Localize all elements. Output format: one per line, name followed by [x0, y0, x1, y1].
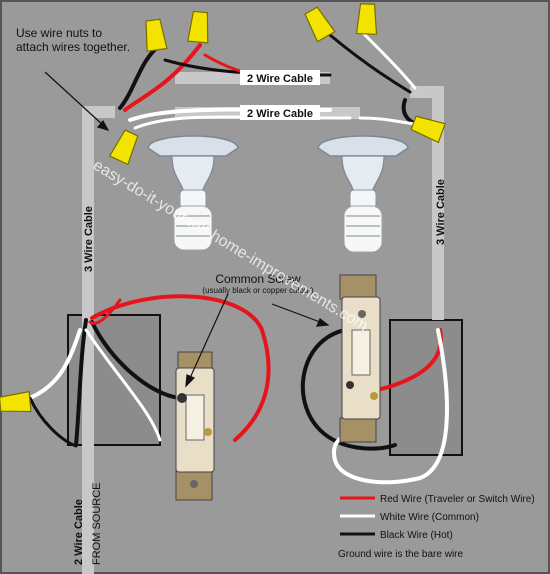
black-wire-left-box — [74, 318, 88, 447]
cable-label-bg-lower — [240, 105, 320, 120]
legend: Red Wire (Traveler or Switch Wire) White… — [338, 494, 535, 560]
switch-left — [175, 351, 215, 501]
fixture-right-socket — [341, 155, 385, 193]
white-wire-left-through — [84, 328, 162, 442]
legend-label-black: Black Wire (Hot) — [380, 530, 453, 541]
cable-label-bg-upper — [240, 70, 320, 85]
arrow-wire-nuts-head — [96, 119, 110, 131]
cfl-bulb-right — [343, 205, 383, 253]
switch-right-ground-screw — [358, 310, 366, 318]
cable-label-source: 2 Wire Cable — [73, 499, 85, 565]
black-wire-top-right — [328, 33, 412, 94]
black-wire-left-source — [28, 396, 78, 448]
switch-left-toggle — [185, 394, 205, 441]
switch-left-screw-2 — [204, 428, 212, 436]
note-wire-nuts-line1: Use wire nuts to — [16, 26, 102, 40]
fixture-right-plate — [317, 135, 409, 157]
switch-right-screw-2 — [370, 392, 378, 400]
note-wire-nuts-line2: attach wires together. — [16, 40, 130, 54]
switch-right-top-tab — [339, 274, 377, 300]
switch-left-ground-screw — [190, 480, 198, 488]
arrow-common-screw-right-head — [316, 318, 330, 327]
fixture-left-plate — [147, 135, 239, 157]
wire-nut-top-left-2 — [187, 10, 209, 44]
legend-label-red: Red Wire (Traveler or Switch Wire) — [380, 494, 535, 505]
fixture-right-base — [349, 189, 377, 209]
cfl-right-spirals — [346, 215, 380, 237]
wire-nut-left-fixture — [108, 129, 139, 166]
wire-nut-right-fixture — [410, 115, 446, 144]
fixture-left-socket — [171, 155, 215, 193]
note-common-screw: Common Screw — [215, 272, 301, 286]
fixture-left-base — [179, 189, 207, 209]
right-3-wire-cable — [410, 86, 444, 320]
cable-label-top-lower: 2 Wire Cable — [247, 108, 313, 120]
legend-ground-note: Ground wire is the bare wire — [338, 549, 463, 560]
arrow-wire-nuts — [44, 71, 105, 127]
red-wire-left-short — [88, 298, 122, 325]
arrow-common-screw-left-head — [185, 374, 196, 388]
switch-right-toggle — [351, 329, 371, 376]
cable-label-left-vertical: 3 Wire Cable — [83, 206, 95, 272]
wire-nut-source — [0, 390, 32, 413]
note-common-screw-sub: (usually black or copper colour) — [202, 286, 313, 295]
wire-nut-top-right-2 — [355, 3, 378, 35]
cable-label-top-upper: 2 Wire Cable — [247, 73, 313, 85]
cable-label-source-sub: FROM SOURCE — [91, 483, 103, 566]
arrow-common-screw-right — [271, 303, 321, 323]
wire-nut-top-left-1 — [145, 18, 168, 52]
cfl-left-spirals — [176, 215, 210, 237]
right-switch-box — [389, 319, 463, 456]
white-wire-right-box — [332, 328, 449, 485]
switch-right-common-screw — [346, 381, 354, 389]
light-fixture-left — [147, 135, 239, 251]
black-wire-to-common-screw — [90, 320, 182, 400]
arrow-common-screw-left — [189, 293, 229, 379]
wire-nut-top-right-1 — [304, 6, 336, 43]
pointer-arrows — [44, 71, 330, 388]
black-wire-right-box — [300, 328, 397, 451]
switch-right — [339, 274, 381, 443]
switch-left-common-screw — [177, 393, 187, 403]
light-fixture-right — [317, 135, 409, 253]
white-wire-left-source — [28, 328, 82, 400]
red-wire-left-traveler — [90, 294, 271, 442]
watermark: easy-do-it-yourself-home-improvements.co… — [90, 157, 371, 335]
red-wire-top-left — [123, 43, 202, 112]
switch-right-bottom-tab — [339, 417, 377, 443]
wire-nuts — [0, 3, 446, 413]
white-wire-top-right — [358, 28, 417, 90]
cable-label-right-vertical: 3 Wire Cable — [435, 179, 447, 245]
legend-label-white: White Wire (Common) — [380, 512, 479, 523]
